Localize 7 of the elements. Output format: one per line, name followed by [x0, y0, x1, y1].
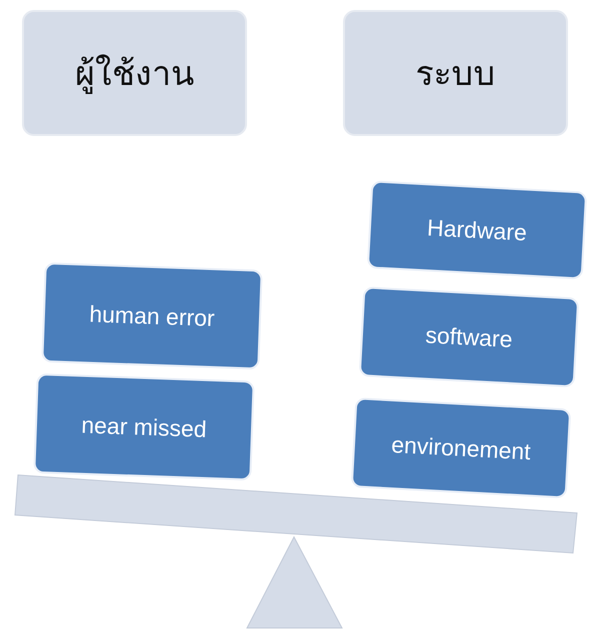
factor-box: software	[358, 286, 580, 388]
factor-box: near missed	[33, 373, 255, 481]
heading-box: ผู้ใช้งาน	[22, 10, 247, 136]
factor-box: environement	[350, 397, 572, 499]
heading-box: ระบบ	[343, 10, 568, 136]
factor-box: Hardware	[366, 180, 588, 280]
factor-box: human error	[41, 262, 263, 370]
